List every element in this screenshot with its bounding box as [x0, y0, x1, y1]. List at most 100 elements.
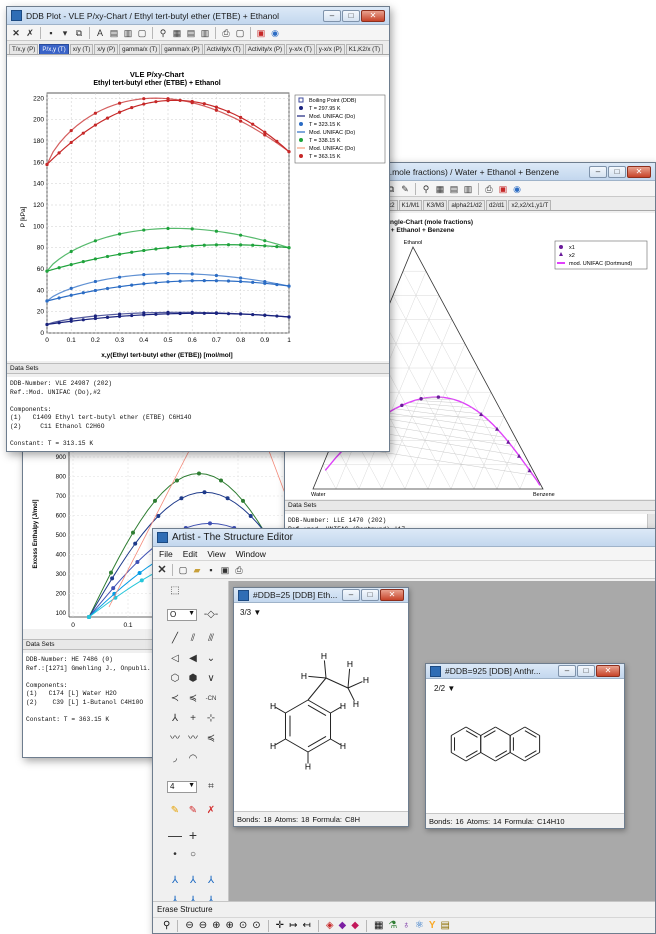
rotate-x-icon[interactable]: ⊖ [185, 920, 194, 931]
new-file-icon[interactable]: ▢ [178, 564, 188, 575]
pdf-icon[interactable]: ▣ [498, 183, 508, 194]
stereo-icon[interactable]: ⅄ [171, 875, 179, 886]
rotate-right-icon[interactable]: ⊙ [252, 920, 261, 931]
table-icon[interactable]: ▤ [449, 183, 459, 194]
vle-tab[interactable]: P/x,y (T) [39, 44, 69, 54]
element-combo[interactable]: O▼ [167, 609, 197, 621]
anthracene-titlebar[interactable]: #DDB=925 [DDB] Anthr... – □ ✕ [426, 664, 624, 679]
radical-icon[interactable]: • [173, 849, 177, 860]
edit-icon[interactable]: ✎ [401, 183, 409, 194]
vle-tab[interactable]: T/x,y (P) [9, 44, 39, 54]
vle-tab[interactable]: x/y (T) [69, 44, 94, 54]
molecule-icon[interactable]: ⚛ [414, 920, 424, 931]
charge-move3-icon[interactable]: ⅄ [203, 893, 219, 909]
preview-icon[interactable]: ▢ [235, 27, 245, 38]
maximize-button[interactable]: □ [342, 9, 360, 22]
export-icon[interactable]: ▥ [123, 27, 133, 38]
tube-icon[interactable]: ♁ [402, 920, 410, 931]
color-icon[interactable]: ◈ [325, 920, 334, 931]
maximize-button[interactable]: □ [361, 589, 379, 601]
lone-pair-icon[interactable]: ○ [189, 849, 197, 860]
import-icon[interactable]: ▪ [209, 564, 213, 575]
minimize-button[interactable]: – [342, 589, 360, 601]
vle-tab[interactable]: gamma/x (T) [119, 44, 161, 54]
color3-icon[interactable]: ◆ [351, 920, 359, 931]
erase-atom-icon[interactable]: ✗ [206, 805, 216, 816]
artist-window[interactable]: Artist - The Structure Editor File Edit … [152, 528, 656, 934]
close-button[interactable]: ✕ [627, 165, 651, 178]
atom-tool-icon[interactable]: -◇- [203, 609, 219, 620]
save-icon[interactable]: ▪ [49, 27, 53, 38]
menu-window[interactable]: Window [235, 548, 266, 559]
wavy-bond-icon[interactable]: ⌄ [206, 653, 216, 664]
vle-tab[interactable]: gamma/x (P) [161, 44, 203, 54]
copy-icon[interactable]: ⧉ [75, 27, 83, 38]
data-icon[interactable]: ▤ [109, 27, 119, 38]
vle-titlebar[interactable]: DDB Plot - VLE P/xy-Chart / Ethyl tert-b… [7, 7, 389, 25]
vle-tab[interactable]: Activity/x (P) [244, 44, 286, 54]
shrink-icon[interactable]: ↤ [302, 920, 311, 931]
erase-icon[interactable]: ✎ [170, 805, 180, 816]
script-icon[interactable]: ▤ [440, 920, 450, 931]
charge-move-icon[interactable]: ⅄ [167, 893, 183, 909]
group-icon[interactable]: ≼ [206, 733, 216, 744]
page-icon[interactable]: ▢ [137, 27, 147, 38]
cyclohexane-icon[interactable]: ⬢ [188, 673, 198, 684]
vle-tab[interactable]: Activity/x (T) [203, 44, 244, 54]
lle-tab[interactable]: K3/M3 [423, 200, 448, 210]
chart-icon[interactable]: ▥ [463, 183, 473, 194]
grid-icon[interactable]: ▦ [172, 27, 182, 38]
benzene-ring-icon[interactable]: ⬡ [170, 673, 180, 684]
minimize-button[interactable]: – [558, 665, 576, 677]
close-button[interactable]: ✕ [596, 665, 620, 677]
tertiary-icon[interactable]: ⅄ [171, 713, 179, 724]
stereo2-icon[interactable]: ⅄ [189, 875, 197, 886]
save-icon[interactable]: ▣ [220, 564, 230, 575]
artist-titlebar[interactable]: Artist - The Structure Editor [153, 529, 655, 547]
lle-tab[interactable]: K1/M1 [398, 200, 423, 210]
close-plot-icon[interactable]: ✕ [12, 27, 20, 38]
chain-zigzag-icon[interactable]: 〰 [188, 733, 198, 744]
minimize-button[interactable]: – [589, 165, 607, 178]
dropdown-icon[interactable]: ▾ [62, 27, 68, 38]
quaternary-icon[interactable]: + [190, 713, 196, 724]
chain-long-icon[interactable]: 〰 [170, 733, 180, 744]
table-icon[interactable]: ▤ [186, 27, 196, 38]
copy-icon[interactable]: ⧉ [387, 183, 395, 194]
ethylbenzene-titlebar[interactable]: #DDB=25 [DDB] Eth... – □ ✕ [234, 588, 408, 603]
double-bond-icon[interactable]: ⫽ [190, 633, 196, 644]
minus-charge-icon[interactable]: — [168, 827, 182, 843]
chart-icon[interactable]: ▥ [200, 27, 210, 38]
grid-icon[interactable]: ▦ [435, 183, 445, 194]
single-bond-icon[interactable]: ╱ [171, 633, 179, 644]
ethyl-page-indicator[interactable]: 3/3 ▼ [240, 608, 261, 617]
hash-bond-icon[interactable]: ◀ [189, 653, 197, 664]
rotate-left-icon[interactable]: ⊙ [238, 920, 248, 931]
flip-v-icon[interactable]: ⊕ [225, 920, 234, 931]
close-button[interactable]: ✕ [361, 9, 385, 22]
vle-tab[interactable]: K1,K2/x (T) [345, 44, 384, 54]
calculator-icon[interactable]: ▦ [373, 920, 384, 931]
search-icon[interactable]: ⚲ [163, 920, 171, 931]
ring-tool-icon[interactable]: ⌗ [208, 781, 214, 792]
stereo3-icon[interactable]: ⅄ [207, 875, 215, 886]
menu-file[interactable]: File [159, 548, 173, 559]
zoom-icon[interactable]: ⚲ [159, 27, 167, 38]
anthracene-window[interactable]: #DDB=925 [DDB] Anthr... – □ ✕ 2/2 ▼ Bond… [425, 663, 625, 829]
lle-tab[interactable]: d2/d1 [485, 200, 508, 210]
plus-charge-icon[interactable]: + [188, 827, 198, 843]
font-icon[interactable]: A [96, 27, 103, 38]
flip-h-icon[interactable]: ⊕ [212, 920, 221, 931]
close-structure-icon[interactable]: ✕ [157, 563, 167, 576]
help-icon[interactable]: ◉ [513, 183, 521, 194]
vle-tab[interactable]: y-x/x (P) [315, 44, 345, 54]
print-icon[interactable]: ⎙ [235, 564, 243, 575]
select-tool-icon[interactable]: ⬚ [170, 585, 180, 596]
maximize-button[interactable]: □ [577, 665, 595, 677]
carboxyl-icon[interactable]: ≺ [170, 693, 180, 704]
zoom-icon[interactable]: ⚲ [422, 183, 430, 194]
expand-icon[interactable]: ↦ [289, 920, 298, 931]
arc2-icon[interactable]: ◠ [188, 753, 198, 764]
flask-icon[interactable]: ⚗ [388, 920, 398, 931]
